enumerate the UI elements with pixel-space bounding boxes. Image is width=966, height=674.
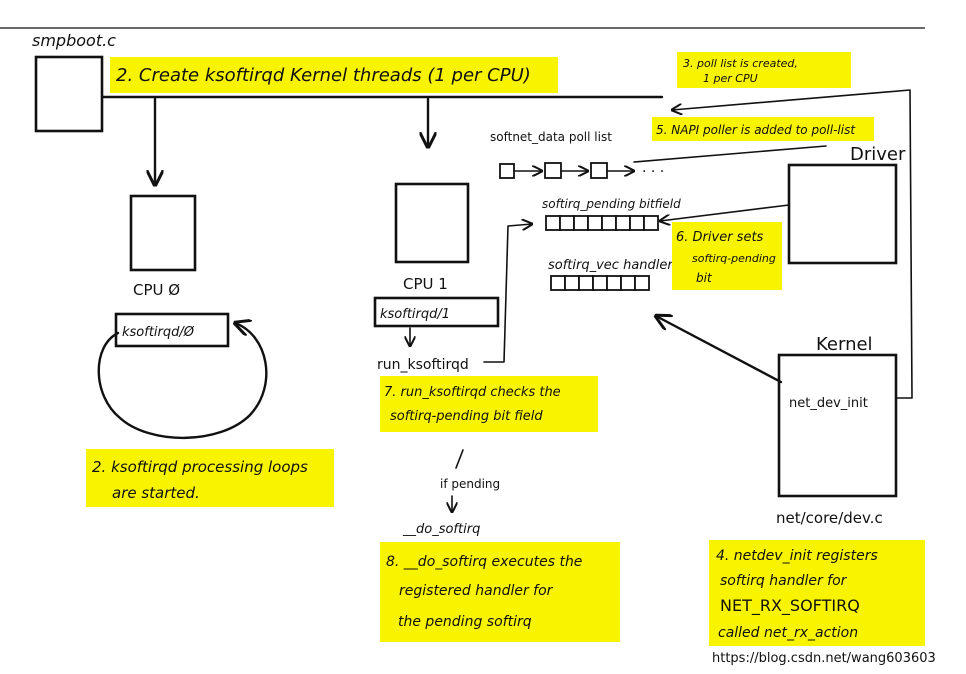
cpu1-label: CPU 1 xyxy=(403,275,448,293)
step6-line2: softirq-pending xyxy=(692,252,776,265)
step3-line1: 3. poll list is created, xyxy=(683,57,798,70)
step4-highlight xyxy=(709,540,925,646)
ksoftirqd1-box xyxy=(373,296,500,328)
ksoftirqd1-label: ksoftirqd/1 xyxy=(380,307,450,322)
step7-highlight xyxy=(380,376,598,432)
bitfield-cell xyxy=(601,215,617,231)
step1-text: 2. Create ksoftirqd Kernel threads (1 pe… xyxy=(116,65,531,86)
napi-add-line xyxy=(633,145,827,163)
step2-line2: are started. xyxy=(112,484,200,502)
step5-highlight xyxy=(652,117,874,141)
step8-highlight xyxy=(380,542,620,642)
step4-line4: called net_rx_action xyxy=(718,625,858,641)
step7-line2: softirq-pending bit field xyxy=(390,409,543,424)
step1-highlight xyxy=(110,57,558,93)
processing-loop xyxy=(97,323,268,440)
bitfield-cell xyxy=(615,215,631,231)
check-pending-arrow xyxy=(483,224,532,363)
smpboot-label: smpboot.c xyxy=(32,31,116,50)
step6-highlight xyxy=(672,222,782,290)
step8-line2: registered handler for xyxy=(399,583,554,599)
poll-list-create-arrow xyxy=(672,89,913,399)
bitfield-cell xyxy=(545,215,561,231)
smpboot-box xyxy=(34,55,104,133)
poll-list-chain xyxy=(499,162,634,179)
cpu1-box xyxy=(394,182,470,264)
do-softirq-label: __do_softirq xyxy=(402,522,480,537)
step3-line2: 1 per CPU xyxy=(703,72,758,85)
dev-c-label: net/core/dev.c xyxy=(776,509,883,527)
handler-cell xyxy=(592,275,608,291)
driver-box xyxy=(787,163,898,265)
cpu0-box xyxy=(129,194,197,272)
vec-handlers xyxy=(550,275,650,291)
handler-cell xyxy=(578,275,594,291)
netdev-init-label: net_dev_init xyxy=(789,396,868,411)
poll-list-label: softnet_data poll list xyxy=(490,130,612,144)
pending-bitfield xyxy=(545,215,659,231)
pending-bitfield-label: softirq_pending bitfield xyxy=(542,197,681,211)
handler-cell xyxy=(634,275,650,291)
cpu0-label: CPU Ø xyxy=(133,281,180,299)
handler-cell xyxy=(550,275,566,291)
driver-label: Driver xyxy=(850,144,906,165)
if-pending-label: if pending xyxy=(440,477,500,491)
if-pending-stroke xyxy=(455,449,464,469)
poll-list-node xyxy=(544,162,562,179)
bitfield-cell xyxy=(559,215,575,231)
run-ksoftirqd-label: run_ksoftirqd xyxy=(377,357,469,373)
step2-line1: 2. ksoftirqd processing loops xyxy=(92,458,308,476)
bitfield-cell xyxy=(587,215,603,231)
step5-text: 5. NAPI poller is added to poll-list xyxy=(656,123,856,137)
ksoftirqd0-label: ksoftirqd/Ø xyxy=(122,325,195,340)
vec-handlers-label: softirq_vec handlers xyxy=(548,258,680,273)
set-pending-arrow xyxy=(660,204,790,221)
step8-line1: 8. __do_softirq executes the xyxy=(386,554,582,570)
step4-line3: NET_RX_SOFTIRQ xyxy=(720,596,860,616)
ksoftirqd0-box xyxy=(114,312,230,348)
handler-cell xyxy=(620,275,636,291)
bitfield-cell xyxy=(629,215,645,231)
step4-line2: softirq handler for xyxy=(720,573,848,589)
step3-highlight xyxy=(677,52,851,88)
step6-line1: 6. Driver sets xyxy=(676,230,764,245)
poll-list-node xyxy=(499,163,515,179)
step4-line1: 4. netdev_init registers xyxy=(716,548,878,564)
handler-cell xyxy=(606,275,622,291)
step7-line1: 7. run_ksoftirqd checks the xyxy=(384,385,561,400)
bitfield-cell xyxy=(573,215,589,231)
step6-line3: bit xyxy=(696,271,713,285)
step8-line3: the pending softirq xyxy=(398,614,532,630)
kernel-label: Kernel xyxy=(816,334,873,355)
poll-list-node xyxy=(590,162,608,179)
kernel-box xyxy=(777,353,898,498)
poll-list-ellipsis: · · · xyxy=(642,164,664,180)
step2-highlight xyxy=(86,449,334,507)
handler-cell xyxy=(564,275,580,291)
register-handler-arrow xyxy=(656,316,783,384)
watermark: https://blog.csdn.net/wang603603 xyxy=(712,651,936,666)
bitfield-cell xyxy=(643,215,659,231)
